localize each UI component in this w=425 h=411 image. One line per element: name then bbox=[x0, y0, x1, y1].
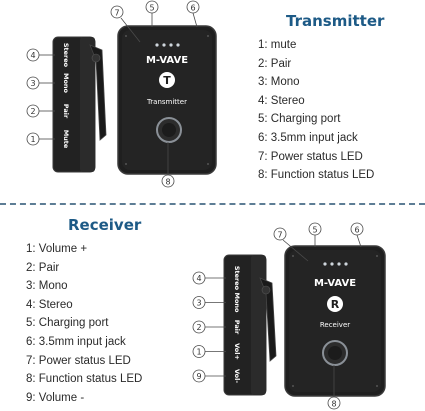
svg-text:4: 4 bbox=[196, 274, 201, 283]
svg-text:2: 2 bbox=[30, 107, 35, 116]
transmitter-title: Transmitter bbox=[286, 12, 385, 30]
power-status-led bbox=[323, 262, 348, 266]
side-callout: 2 bbox=[26, 104, 55, 118]
legend-item: 5: Charging port bbox=[258, 113, 341, 126]
brand-logo-text: M-VAVE bbox=[146, 55, 188, 66]
svg-text:2: 2 bbox=[196, 323, 201, 332]
side-button-label: Mono bbox=[62, 73, 70, 94]
side-callout: 1 bbox=[26, 132, 55, 146]
svg-text:8: 8 bbox=[331, 400, 336, 409]
side-callout: 3 bbox=[192, 296, 226, 309]
legend-item: 2: Pair bbox=[26, 261, 60, 274]
side-button-label: Stereo bbox=[233, 266, 241, 291]
callout-7: 7 bbox=[273, 227, 309, 262]
transmitter-legend: 1: mute 2: Pair 3: Mono 4: Stereo 5: Cha… bbox=[258, 36, 374, 185]
legend-item: 3: Mono bbox=[26, 280, 68, 293]
transmitter-side-view bbox=[52, 36, 107, 173]
legend-item: 3: Mono bbox=[258, 76, 300, 89]
legend-item: 1: mute bbox=[258, 39, 297, 51]
callout-6: 6 bbox=[186, 0, 200, 28]
callout-5: 5 bbox=[308, 222, 322, 247]
power-status-led bbox=[155, 43, 180, 47]
transmitter-front-view: M-VAVE T Transmitter bbox=[117, 25, 217, 175]
callout-8: 8 bbox=[161, 142, 175, 188]
side-callout: 9 bbox=[192, 369, 226, 383]
receiver-side-view bbox=[223, 254, 277, 396]
side-button-label: Stereo bbox=[62, 43, 70, 68]
legend-item: 8: Function status LED bbox=[258, 169, 375, 182]
side-callout: 4 bbox=[26, 48, 55, 62]
svg-text:5: 5 bbox=[312, 226, 317, 235]
receiver-front-view: M-VAVE R Receiver bbox=[284, 245, 386, 397]
svg-text:3: 3 bbox=[196, 299, 201, 308]
device-label: Receiver bbox=[320, 321, 350, 329]
legend-item: 6: 3.5mm input jack bbox=[258, 131, 358, 144]
svg-text:T: T bbox=[163, 74, 171, 87]
legend-item: 7: Power status LED bbox=[258, 150, 363, 163]
svg-text:R: R bbox=[331, 298, 340, 311]
transmitter-logo-icon bbox=[159, 72, 175, 88]
callout-7: 7 bbox=[110, 5, 141, 43]
receiver-title: Receiver bbox=[68, 216, 142, 234]
legend-item: 9: Volume - bbox=[26, 391, 85, 404]
receiver-legend: 1: Volume + 2: Pair 3: Mono 4: Stereo 5:… bbox=[26, 240, 142, 407]
side-button-label: Pair bbox=[233, 320, 241, 335]
section-divider bbox=[0, 203, 425, 205]
svg-text:5: 5 bbox=[149, 4, 154, 13]
side-callout: 3 bbox=[26, 76, 55, 90]
svg-text:7: 7 bbox=[114, 9, 119, 18]
device-label: Transmitter bbox=[146, 98, 187, 106]
side-callout: 2 bbox=[192, 320, 226, 334]
callout-5: 5 bbox=[145, 0, 159, 27]
brand-logo-text: M-VAVE bbox=[314, 278, 356, 289]
svg-text:4: 4 bbox=[30, 51, 35, 60]
callout-8: 8 bbox=[327, 365, 341, 410]
legend-item: 1: Volume + bbox=[26, 243, 88, 255]
legend-item: 7: Power status LED bbox=[26, 354, 131, 367]
legend-item: 5: Charging port bbox=[26, 317, 109, 330]
legend-item: 6: 3.5mm input jack bbox=[26, 335, 126, 348]
svg-text:1: 1 bbox=[196, 348, 201, 357]
svg-text:7: 7 bbox=[277, 231, 282, 240]
legend-item: 8: Function status LED bbox=[26, 373, 143, 386]
side-button-label: Vol+ bbox=[233, 343, 241, 360]
legend-item: 4: Stereo bbox=[26, 298, 73, 311]
side-button-label: Pair bbox=[62, 104, 70, 119]
legend-item: 4: Stereo bbox=[258, 94, 305, 107]
svg-text:6: 6 bbox=[354, 226, 359, 235]
side-callout: 4 bbox=[192, 271, 226, 285]
callout-6: 6 bbox=[350, 222, 364, 248]
svg-text:3: 3 bbox=[30, 79, 35, 88]
svg-text:9: 9 bbox=[196, 372, 201, 381]
svg-text:8: 8 bbox=[165, 178, 170, 187]
side-button-label: Mono bbox=[233, 292, 241, 313]
svg-text:6: 6 bbox=[190, 4, 195, 13]
side-callout: 1 bbox=[192, 345, 226, 358]
side-button-label: Vol- bbox=[233, 369, 241, 383]
side-button-label: Mute bbox=[62, 130, 70, 149]
svg-text:1: 1 bbox=[30, 135, 35, 144]
receiver-logo-icon bbox=[327, 296, 343, 312]
legend-item: 2: Pair bbox=[258, 57, 292, 70]
